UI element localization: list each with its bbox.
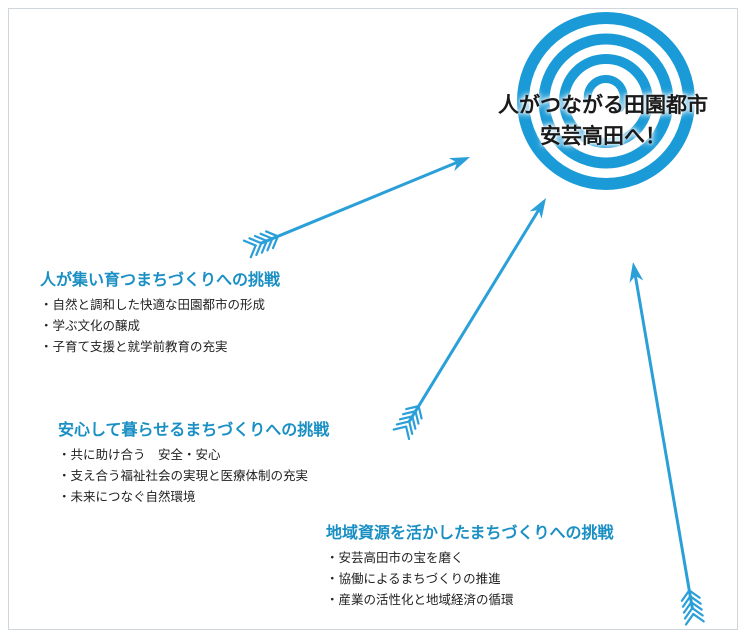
list-item: 安芸高田市の宝を磨く [326,547,614,568]
arrows [242,157,705,626]
list-item: 未来につなぐ自然環境 [58,486,329,507]
list-item: 産業の活性化と地域経済の循環 [326,589,614,610]
figure-frame [8,8,738,630]
challenge-block-people: 人が集い育つまちづくりへの挑戦 自然と調和した快適な田園都市の形成 学ぶ文化の醸… [40,269,280,357]
arrow-1-icon [242,157,470,259]
challenge-block-resources: 地域資源を活かしたまちづくりへの挑戦 安芸高田市の宝を磨く 協働によるまちづくり… [326,522,614,610]
target-title-line2: 安芸高田へ！ [540,124,666,148]
target-title-line1: 人がつながる田園都市 [498,93,708,117]
list-item: 学ぶ文化の醸成 [40,315,280,336]
target-ring-middle [538,33,674,169]
list-item: 自然と調和した快適な田園都市の形成 [40,294,280,315]
list-item: 子育て支援と就学前教育の充実 [40,336,280,357]
list-item: 協働によるまちづくりの推進 [326,568,614,589]
target-title: 人がつながる田園都市 安芸高田へ！ [472,90,734,152]
challenge-list: 安芸高田市の宝を磨く 協働によるまちづくりの推進 産業の活性化と地域経済の循環 [326,547,614,610]
challenge-block-safety: 安心して暮らせるまちづくりへの挑戦 共に助け合う 安全・安心 支え合う福祉社会の… [58,419,329,507]
target-ring-inner [559,54,653,148]
target-swirl [583,75,628,112]
challenge-list: 共に助け合う 安全・安心 支え合う福祉社会の実現と医療体制の充実 未来につなぐ自… [58,444,329,507]
challenge-heading: 安心して暮らせるまちづくりへの挑戦 [58,420,330,439]
challenge-heading: 人が集い育つまちづくりへの挑戦 [40,270,281,289]
list-item: 共に助け合う 安全・安心 [58,444,329,465]
target-ring-outer [517,12,695,190]
list-item: 支え合う福祉社会の実現と医療体制の充実 [58,465,329,486]
arrow-2-icon [392,198,546,441]
challenge-heading: 地域資源を活かしたまちづくりへの挑戦 [326,523,614,542]
challenge-list: 自然と調和した快適な田園都市の形成 学ぶ文化の醸成 子育て支援と就学前教育の充実 [40,294,280,357]
arrow-3-icon [629,262,705,626]
target-icon [517,12,695,190]
